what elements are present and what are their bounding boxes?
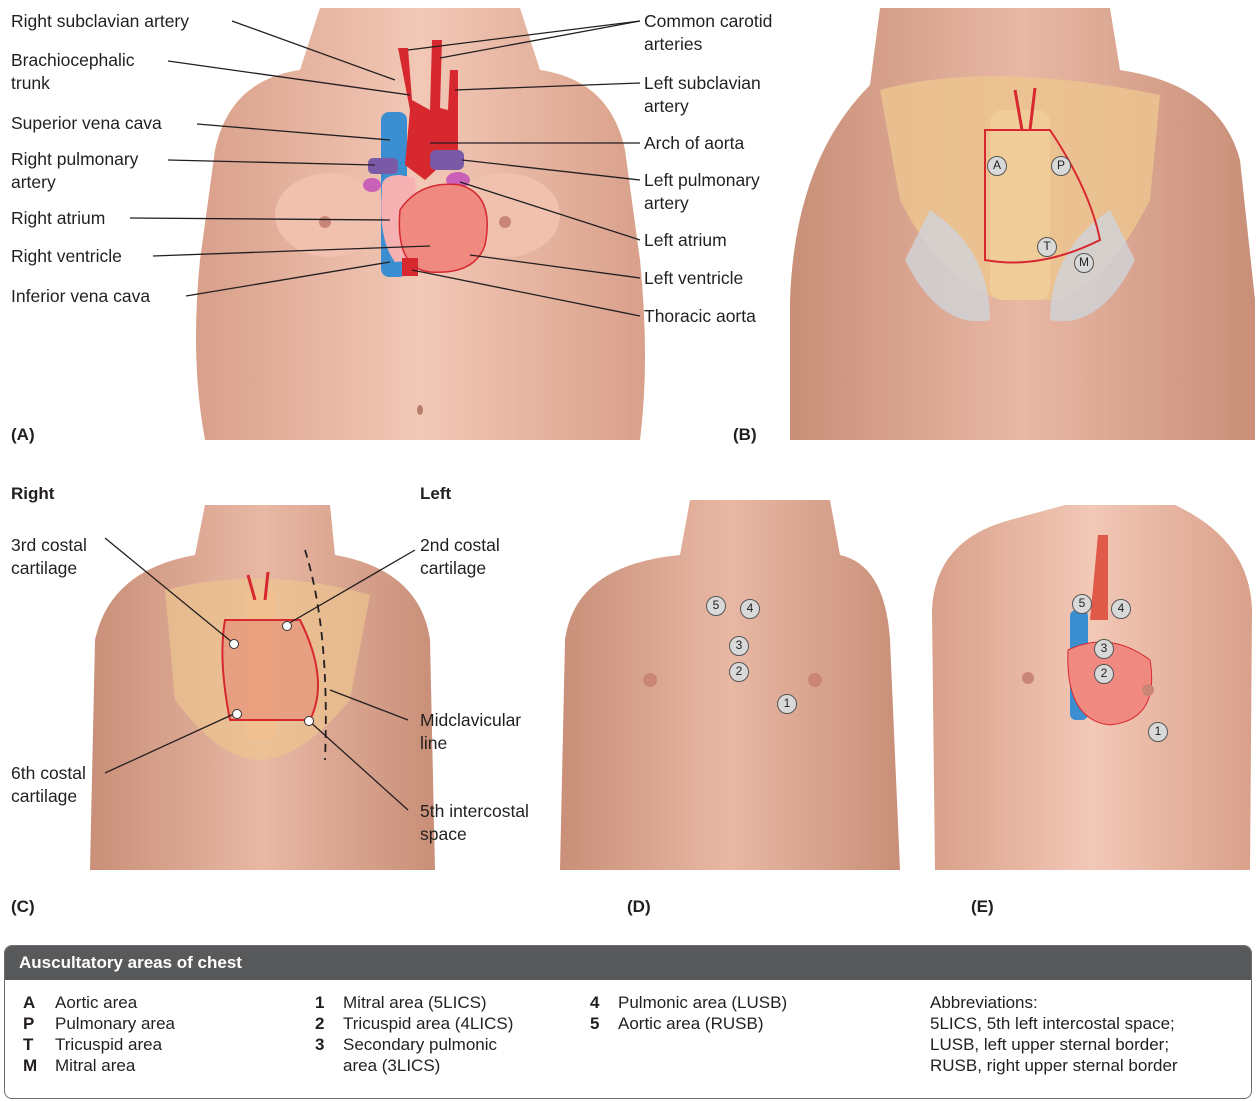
label-left-subclavian-artery: Left subclavian artery xyxy=(644,72,761,118)
point-2nd-costal xyxy=(282,621,292,631)
abbrev-title: Abbreviations: xyxy=(930,992,1178,1013)
label-6th-costal-cartilage: 6th costal cartilage xyxy=(11,762,86,808)
side-left-label: Left xyxy=(420,484,451,504)
marker-aortic-area: A xyxy=(987,156,1007,176)
marker-d-2: 2 xyxy=(729,662,749,682)
panel-a-tag: (A) xyxy=(11,425,35,445)
point-6th-costal xyxy=(232,709,242,719)
label-right-pulmonary-artery: Right pulmonary artery xyxy=(11,148,138,194)
marker-e-1: 1 xyxy=(1148,722,1168,742)
marker-e-4: 4 xyxy=(1111,599,1131,619)
abbrev-item: LUSB, left upper sternal border; xyxy=(930,1034,1178,1055)
label-left-atrium: Left atrium xyxy=(644,229,727,252)
marker-e-5: 5 xyxy=(1072,594,1092,614)
side-right-label: Right xyxy=(11,484,54,504)
marker-e-3: 3 xyxy=(1094,639,1114,659)
legend-abbreviations: Abbreviations: 5LICS, 5th left intercost… xyxy=(930,992,1178,1076)
abbrev-item: RUSB, right upper sternal border xyxy=(930,1055,1178,1076)
panel-d-torso xyxy=(560,500,900,870)
label-superior-vena-cava: Superior vena cava xyxy=(11,112,162,135)
label-left-ventricle: Left ventricle xyxy=(644,267,743,290)
panel-b-tag: (B) xyxy=(733,425,757,445)
label-right-ventricle: Right ventricle xyxy=(11,245,122,268)
marker-mitral-area: M xyxy=(1074,253,1094,273)
abbrev-item: 5LICS, 5th left intercostal space; xyxy=(930,1013,1178,1034)
legend-title: Auscultatory areas of chest xyxy=(5,946,1251,980)
marker-tricuspid-area: T xyxy=(1037,237,1057,257)
right-pulmonary-artery xyxy=(368,158,398,174)
marker-d-5: 5 xyxy=(706,596,726,616)
label-arch-of-aorta: Arch of aorta xyxy=(644,132,744,155)
label-midclavicular-line: Midclavicular line xyxy=(420,709,521,755)
label-common-carotid-arteries: Common carotid arteries xyxy=(644,10,772,56)
panel-c-tag: (C) xyxy=(11,897,35,917)
label-inferior-vena-cava: Inferior vena cava xyxy=(11,285,150,308)
label-left-pulmonary-artery: Left pulmonary artery xyxy=(644,169,760,215)
panel-b-torso xyxy=(790,8,1255,440)
panel-d-tag: (D) xyxy=(627,897,651,917)
left-pulmonary-artery xyxy=(430,150,464,170)
panel-e-torso xyxy=(932,505,1252,870)
label-right-atrium: Right atrium xyxy=(11,207,105,230)
label-thoracic-aorta: Thoracic aorta xyxy=(644,305,756,328)
marker-d-1: 1 xyxy=(777,694,797,714)
marker-d-4: 4 xyxy=(740,599,760,619)
point-5th-intercostal xyxy=(304,716,314,726)
point-3rd-costal xyxy=(229,639,239,649)
label-2nd-costal-cartilage: 2nd costal cartilage xyxy=(420,534,500,580)
panel-c-torso xyxy=(90,505,435,870)
label-right-subclavian-artery: Right subclavian artery xyxy=(11,10,189,33)
marker-pulmonary-area: P xyxy=(1051,156,1071,176)
label-brachiocephalic-trunk: Brachiocephalic trunk xyxy=(11,49,135,95)
marker-d-3: 3 xyxy=(729,636,749,656)
marker-e-2: 2 xyxy=(1094,664,1114,684)
label-5th-intercostal-space: 5th intercostal space xyxy=(420,800,529,846)
panel-e-tag: (E) xyxy=(971,897,994,917)
label-3rd-costal-cartilage: 3rd costal cartilage xyxy=(11,534,87,580)
